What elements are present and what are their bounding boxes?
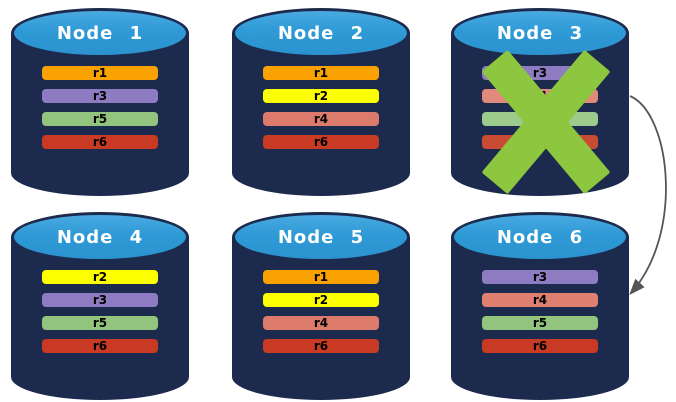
cylinder-top: Node 4 <box>11 212 189 262</box>
replica-bar: r4 <box>263 112 379 126</box>
replica-bar: r6 <box>263 339 379 353</box>
replica-bar: r3 <box>482 270 598 284</box>
replica-bar: r6 <box>42 135 158 149</box>
replica-list: r1 r2 r4 r6 <box>263 270 379 353</box>
node-title: Node 5 <box>277 226 365 248</box>
replica-list: r2 r3 r5 r6 <box>42 270 158 353</box>
replica-bar: r2 <box>263 293 379 307</box>
replica-bar: r1 <box>263 270 379 284</box>
db-node: Node 2 r1 r2 r4 r6 <box>232 8 410 196</box>
replica-list: r1 r3 r5 r6 <box>42 66 158 149</box>
failover-arrow-path <box>629 95 667 296</box>
replica-bar: r3 <box>42 293 158 307</box>
db-node: Node 5 r1 r2 r4 r6 <box>232 212 410 400</box>
replica-bar: r4 <box>263 316 379 330</box>
replica-bar: r6 <box>42 339 158 353</box>
replica-bar: r1 <box>42 66 158 80</box>
replica-list: r1 r2 r4 r6 <box>263 66 379 149</box>
replica-bar: r5 <box>42 316 158 330</box>
cylinder-top: Node 1 <box>11 8 189 58</box>
db-node: Node 1 r1 r3 r5 r6 <box>11 8 189 196</box>
node-title: Node 1 <box>56 22 144 44</box>
replica-bar: r2 <box>42 270 158 284</box>
replica-bar: r4 <box>482 293 598 307</box>
replica-bar: r6 <box>482 339 598 353</box>
replica-list: r3 r4 r5 r6 <box>482 270 598 353</box>
cylinder-top: Node 5 <box>232 212 410 262</box>
replica-bar: r6 <box>263 135 379 149</box>
db-node: Node 4 r2 r3 r5 r6 <box>11 212 189 400</box>
node-title: Node 3 <box>496 22 584 44</box>
cylinder-top: Node 2 <box>232 8 410 58</box>
db-node: Node 6 r3 r4 r5 r6 <box>451 212 629 400</box>
replica-bar: r1 <box>263 66 379 80</box>
replica-bar: r2 <box>263 89 379 103</box>
replica-bar: r5 <box>482 316 598 330</box>
node-title: Node 2 <box>277 22 365 44</box>
cylinder-top: Node 6 <box>451 212 629 262</box>
replica-bar: r3 <box>42 89 158 103</box>
cylinder-top: Node 3 <box>451 8 629 58</box>
node-title: Node 6 <box>496 226 584 248</box>
node-title: Node 4 <box>56 226 144 248</box>
replica-bar: r5 <box>42 112 158 126</box>
